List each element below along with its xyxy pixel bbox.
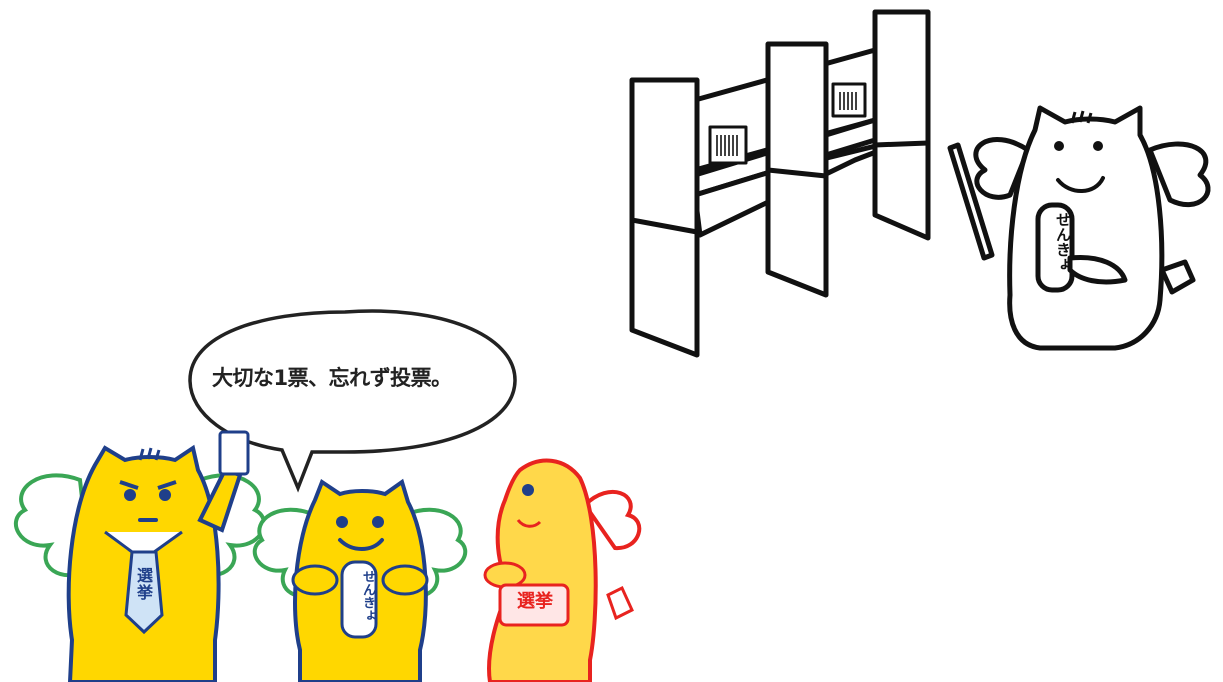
mascot-right — [483, 458, 642, 682]
pencil-icon — [947, 142, 995, 261]
booth-divider-middle — [765, 41, 829, 298]
mascot-center — [252, 478, 468, 682]
center-badge-label: せんきょ — [360, 570, 375, 622]
booth-divider-right — [872, 9, 931, 241]
mouth — [1056, 176, 1105, 193]
wing-right — [1147, 141, 1211, 208]
booth-divider-left — [629, 77, 700, 358]
wing-left — [973, 137, 1031, 200]
eye-left — [1054, 141, 1064, 151]
eye-right — [1093, 141, 1103, 151]
outline-mascot-badge-label: せんきょ — [1054, 212, 1072, 272]
tie — [124, 550, 164, 635]
speech-bubble-text: 大切な1票、忘れず投票。 — [212, 366, 452, 390]
badge — [340, 560, 378, 639]
mascot-left — [13, 430, 267, 682]
tie-label: 選挙 — [136, 566, 153, 602]
ballot-icon — [218, 430, 250, 476]
tag-icon — [606, 585, 634, 621]
speech-bubble-outline — [188, 309, 517, 493]
bag — [498, 583, 570, 627]
badge — [1035, 202, 1075, 293]
tag-icon — [1159, 259, 1196, 295]
bag-label: 選挙 — [517, 591, 553, 612]
